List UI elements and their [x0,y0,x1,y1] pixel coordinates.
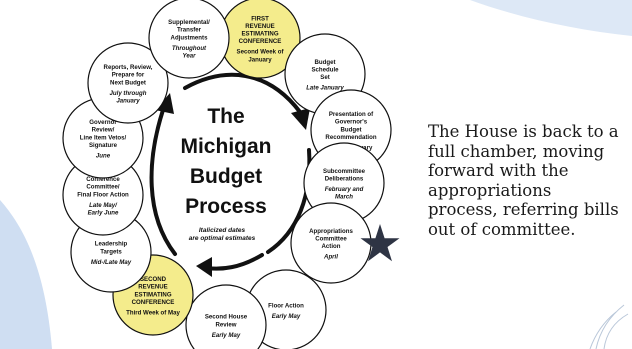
center-arrows [149,72,312,277]
step-label: Second House [205,314,248,321]
step-label: Schedule [311,67,339,74]
side-caption-line: out of committee. [428,219,576,239]
title-line-2: Michigan [180,135,271,158]
side-caption-line: process, referring bills [428,200,619,219]
step-label: Next Budget [110,79,146,86]
step-label: ESTIMATING [241,31,278,38]
step-label: Adjustments [171,34,209,41]
step-label: Reports, Review, [104,64,153,71]
arrow-top-head [291,108,310,130]
step-date: March [335,194,353,201]
step-date: January [248,56,272,63]
arrow-left-head [155,93,174,114]
step-label: Transfer [177,27,202,34]
step-label: Final Floor Action [77,191,129,198]
step-label: CONFERENCE [239,38,282,45]
step-label: Budget [315,59,336,66]
step-label: Leadership [95,241,128,248]
step-date: Early June [88,210,119,217]
step-label: Floor Action [268,303,304,310]
step-label: Review/ [92,127,115,134]
step-label: Subcommittee [323,168,366,175]
step-label: Signature [89,142,118,149]
step-date: April [323,254,338,261]
step-circle [87,42,169,124]
step-date: Early May [212,332,241,339]
step-date: Late January [306,85,344,92]
step-label: FIRST [251,15,269,22]
arrow-left [149,108,177,256]
side-caption: The House is back to a full chamber, mov… [428,122,628,239]
process-step: Supplemental/TransferAdjustmentsThrougho… [148,0,230,79]
center-title: The Michigan Budget Process Italicized d… [180,105,271,242]
step-date: June [96,153,111,160]
arrow-bottom [204,253,264,271]
step-label: Deliberations [325,176,364,183]
side-caption-line: appropriations [428,180,552,200]
step-label: Action [322,243,341,250]
note-line-1: Italicized dates [199,227,246,234]
step-label: REVENUE [245,23,274,30]
step-label: Set [320,74,329,81]
step-date: February and [325,186,364,193]
step-label: Budget [341,126,362,133]
note-line-2: are optimal estimates [189,235,256,242]
step-label: REVENUE [138,284,167,291]
side-caption-line: forward with the [428,161,569,180]
top-right-wave [470,0,632,36]
step-date: January [116,98,140,105]
arrow-bottom-head [196,257,212,277]
step-label: Presentation of [329,111,374,118]
side-caption-line: The House is back to a [428,122,619,141]
step-circle [148,0,230,79]
step-label: Supplemental/ [168,19,210,26]
step-date: Second Week of [237,49,285,56]
title-line-3: Budget [190,165,262,188]
step-date: Third Week of May [126,310,180,317]
star-icon [360,224,400,262]
step-label: Committee [315,236,347,243]
step-date: Year [183,53,197,60]
step-label: Governor's [335,119,368,126]
step-date: Early May [272,313,301,320]
step-label: Conference [86,176,120,183]
bottom-left-wave [0,200,52,349]
step-label: Line Item Vetos/ [80,134,127,141]
step-label: SECOND [140,276,167,283]
step-label: Appropriations [309,228,353,235]
step-circle [185,284,267,349]
step-label: Review [215,321,236,328]
step-date: Mid-/Late May [91,259,132,266]
step-label: Prepare for [112,72,145,79]
title-line-4: Process [185,195,267,218]
step-label: Governor [89,119,117,126]
step-date: July through [110,90,147,97]
step-date: Throughout [172,45,207,52]
side-caption-line: full chamber, moving [428,141,605,161]
step-date: Late May/ [89,202,118,209]
title-line-1: The [207,105,244,128]
step-label: Recommendation [325,134,376,141]
arrow-top [183,72,302,114]
leaf-sketch-icon [589,304,629,349]
step-label: ESTIMATING [134,291,171,298]
step-label: Targets [100,248,122,255]
step-label: Committee/ [86,184,119,191]
step-label: CONFERENCE [132,299,175,306]
